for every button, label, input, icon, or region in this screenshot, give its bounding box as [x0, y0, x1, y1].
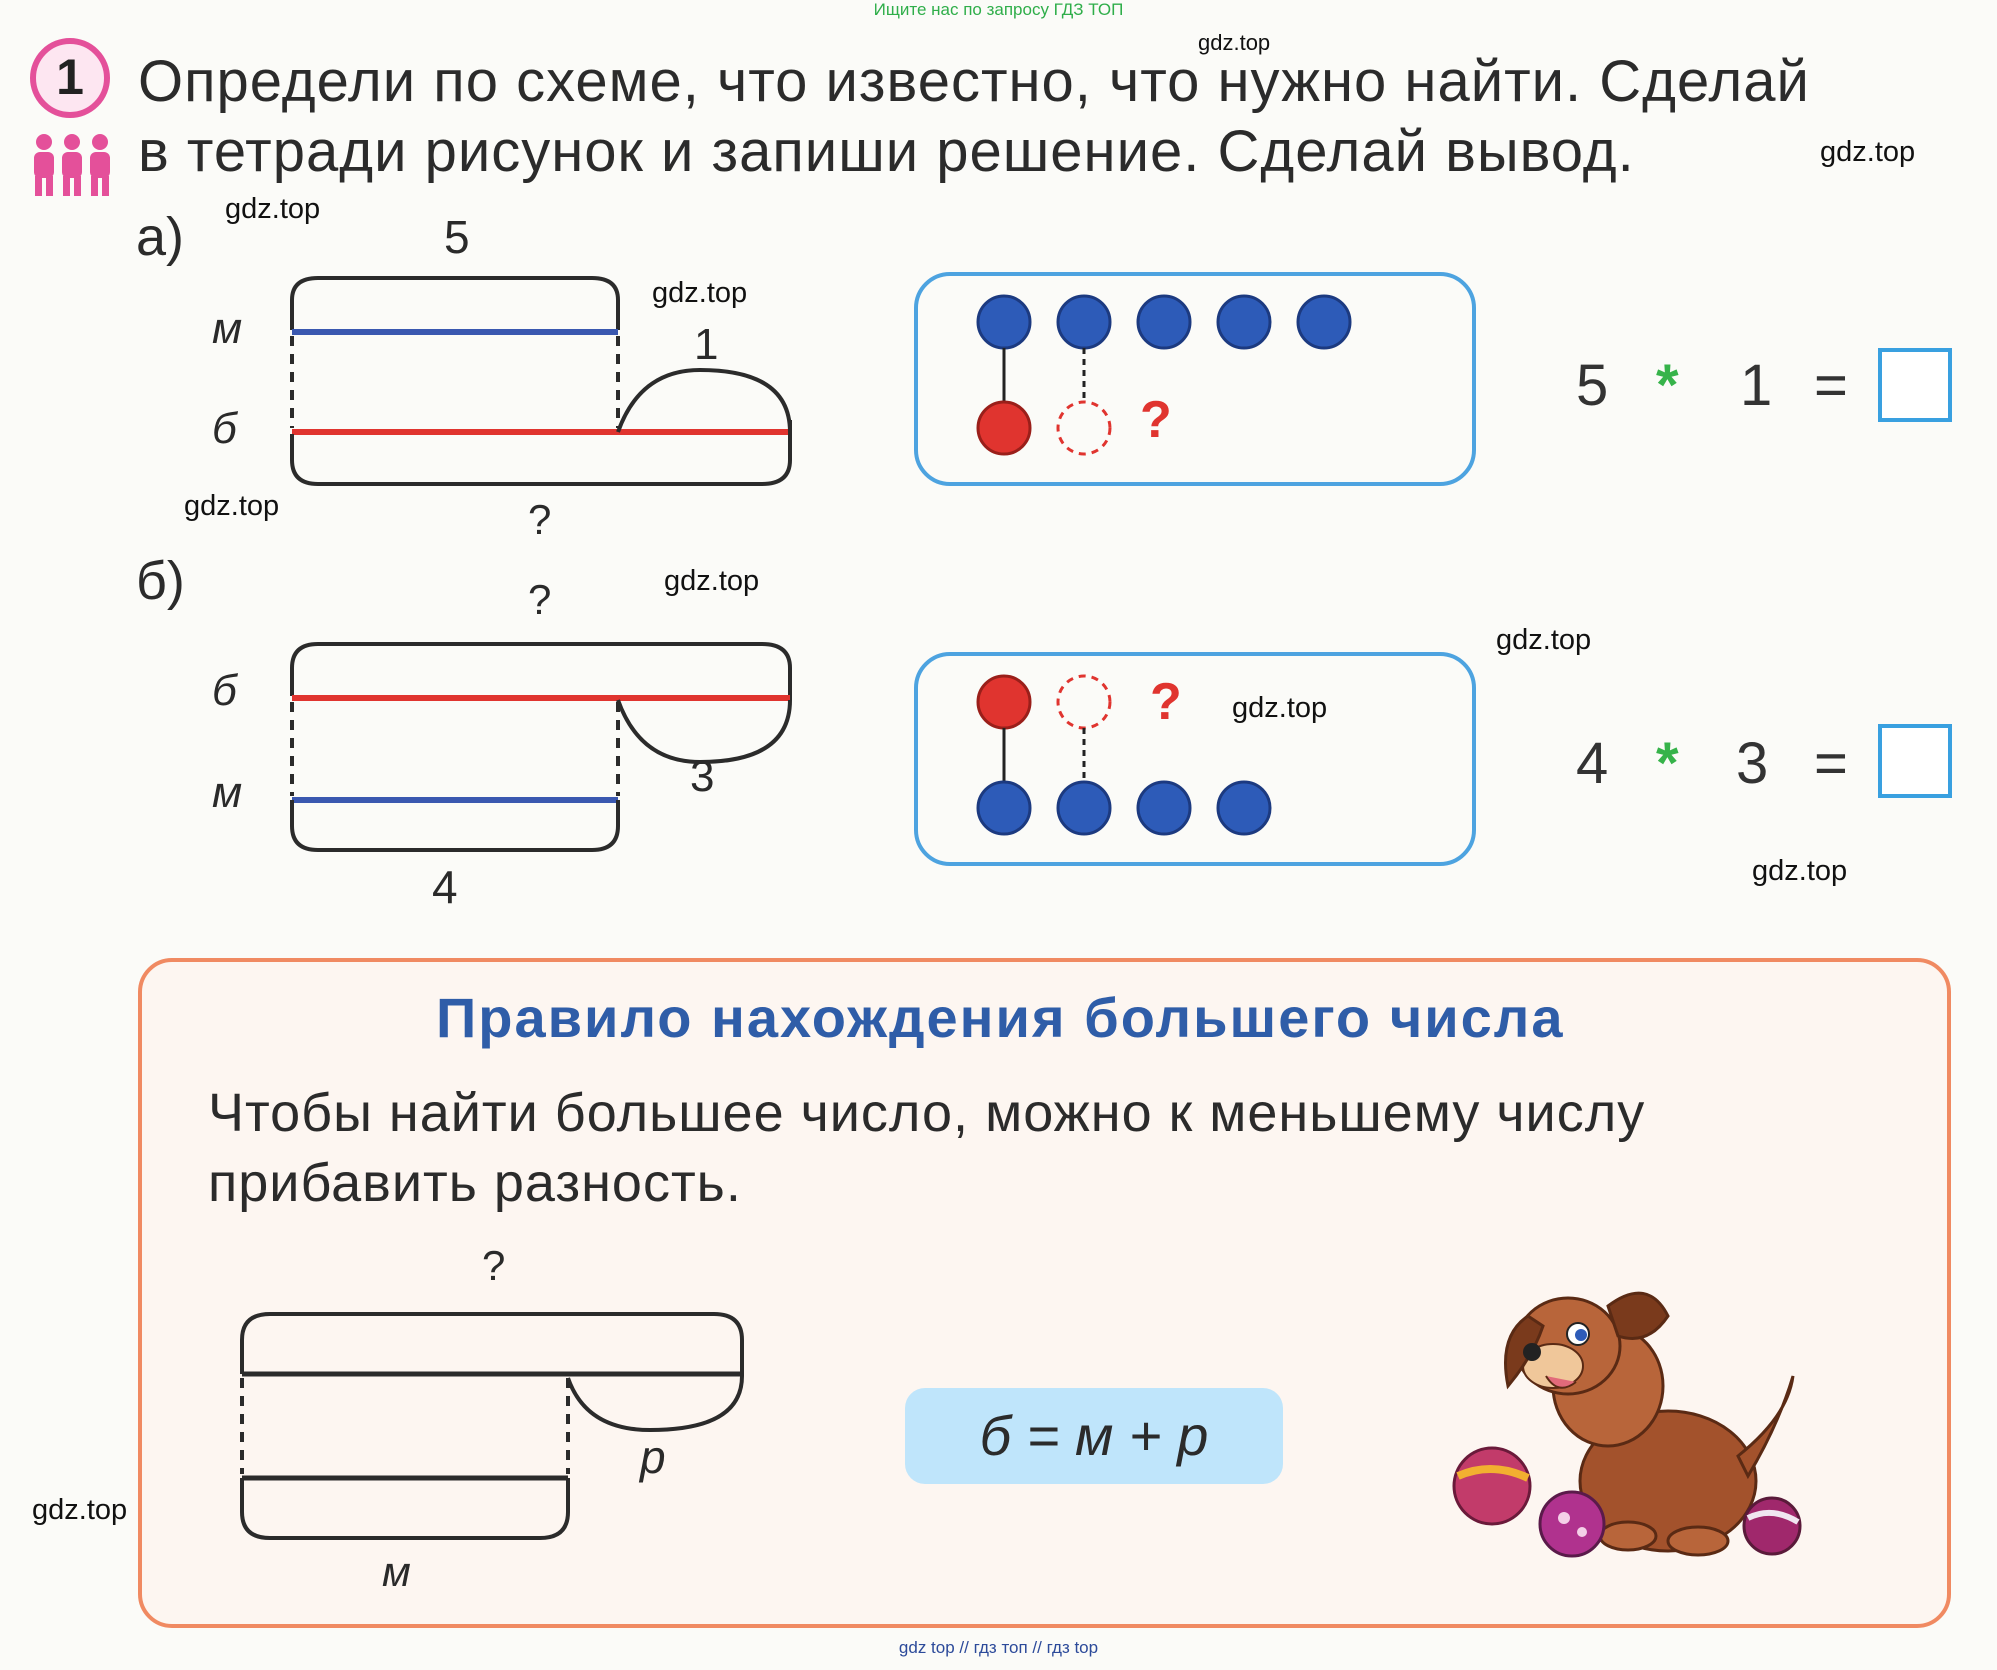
part-b-scheme-question: ? — [1150, 673, 1182, 731]
part-b-answer-box[interactable] — [1878, 724, 1952, 798]
bracket-top — [290, 276, 620, 330]
bracket-bottom — [290, 420, 792, 486]
part-a-label: а) — [136, 207, 185, 267]
part-a-row-m: м — [212, 304, 243, 353]
group-of-people-icon — [30, 132, 114, 198]
part-b-extra-value: 3 — [690, 752, 715, 801]
rule-diagram-top-question: ? — [482, 1242, 506, 1289]
part-a-eq-left: 5 — [1576, 353, 1609, 418]
part-b-bottom-value: 4 — [432, 861, 458, 913]
watermark: gdz.top — [1198, 30, 1271, 55]
part-b-label: б) — [136, 551, 185, 611]
part-a-eq-op: * — [1656, 353, 1679, 418]
part-b-scheme-box — [914, 652, 1476, 866]
part-a-bottom-question: ? — [528, 496, 552, 543]
task-number-badge: 1 — [30, 38, 110, 118]
watermark: gdz.top — [1232, 692, 1328, 724]
footer-text: gdz top // гдз топ // гдз top — [898, 1638, 1099, 1657]
part-a-top-value: 5 — [444, 211, 470, 263]
part-a-scheme-box — [914, 272, 1476, 486]
watermark: gdz.top — [664, 565, 760, 597]
part-a-scheme-question: ? — [1140, 391, 1172, 449]
watermark: gdz.top — [1496, 624, 1592, 656]
watermark: gdz.top — [225, 193, 321, 225]
part-b-top-question: ? — [528, 576, 552, 623]
part-b-row-m: м — [212, 768, 243, 817]
watermark: gdz.top — [32, 1494, 128, 1526]
rule-formula: б = м + р — [905, 1388, 1283, 1484]
part-b-eq-sign: = — [1814, 731, 1848, 796]
rule-diagram-diff-label: р — [640, 1431, 666, 1483]
rule-text-line-1: Чтобы найти большее число, можно к меньш… — [208, 1083, 1646, 1143]
part-a-eq-right: 1 — [1740, 353, 1773, 418]
part-b-eq-left: 4 — [1576, 731, 1609, 796]
watermark: gdz.top — [652, 277, 748, 309]
rule-diagram-bottom-label: м — [382, 1548, 411, 1595]
rule-text-line-2: прибавить разность. — [208, 1153, 742, 1213]
part-b-eq-op: * — [1656, 731, 1679, 796]
watermark: gdz.top — [1752, 855, 1848, 887]
task-text-line-1: Определи по схеме, что известно, что нуж… — [138, 49, 1810, 114]
part-a-row-b: б — [212, 404, 237, 453]
part-a-eq-sign: = — [1814, 353, 1848, 418]
part-a-extra-value: 1 — [694, 320, 719, 369]
rule-title: Правило нахождения большего числа — [436, 986, 1565, 1049]
watermark: gdz.top — [1820, 136, 1916, 168]
watermark: gdz.top — [184, 490, 280, 522]
part-a-answer-box[interactable] — [1878, 348, 1952, 422]
puppy-illustration — [1448, 1236, 1808, 1566]
arc-difference — [616, 367, 792, 433]
part-b-row-b: б — [212, 666, 237, 715]
part-b-eq-right: 3 — [1736, 731, 1769, 796]
top-banner: Ищите нас по запросу ГДЗ ТОП — [873, 0, 1124, 19]
task-text-line-2: в тетради рисунок и запиши решение. Сдел… — [138, 119, 1635, 184]
